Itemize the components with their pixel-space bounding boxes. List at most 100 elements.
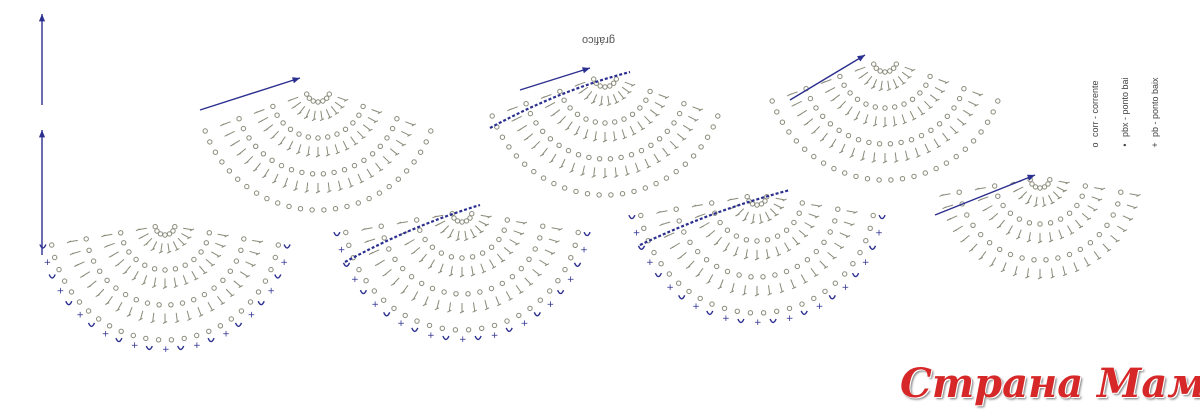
direction-arrow-head: [38, 130, 46, 138]
chain-stitch-mark: [666, 271, 672, 277]
double-crochet-mark: [405, 121, 414, 126]
chain-stitch-mark: [238, 308, 245, 314]
double-crochet-mark: [1094, 187, 1104, 190]
chain-stitch-mark: [255, 289, 262, 295]
stitch-bar-mark: [926, 150, 932, 154]
chain-stitch-mark: [847, 90, 853, 96]
stitch-bar-mark: [305, 153, 311, 157]
double-crochet-mark: [697, 268, 704, 276]
double-crochet-mark: [362, 124, 371, 131]
double-crochet-mark: [621, 129, 626, 139]
double-crochet-mark: [395, 139, 405, 146]
chain-stitch-mark: [715, 113, 721, 119]
chain-stitch-mark: [811, 295, 817, 302]
chain-stitch-mark: [583, 116, 589, 122]
double-crochet-mark: [560, 158, 566, 168]
stitch-bar-mark: [135, 228, 141, 232]
double-crochet-mark: [800, 274, 807, 283]
stitch-bar-mark: [977, 198, 983, 202]
double-crochet-mark: [357, 173, 363, 183]
chain-stitch-mark: [1079, 193, 1085, 199]
double-crochet-mark: [177, 237, 185, 245]
double-crochet-mark: [924, 143, 930, 153]
picot-mark: [678, 295, 686, 300]
double-crochet-mark: [909, 110, 915, 120]
stitch-bar-mark: [796, 113, 802, 117]
stitch-bar-mark: [892, 123, 898, 127]
chain-stitch-mark: [978, 231, 984, 238]
chain-stitch-mark: [253, 190, 260, 196]
double-crochet-mark: [872, 79, 878, 88]
chain-stitch-mark: [155, 337, 162, 343]
chain-stitch-mark: [332, 206, 339, 212]
chain-stitch-mark: [212, 149, 219, 155]
chain-stitch-mark: [206, 230, 213, 236]
chain-stitch-mark: [864, 176, 871, 182]
chain-stitch-mark: [908, 137, 915, 143]
stitch-bar-mark: [491, 265, 497, 269]
chain-stitch-mark: [1019, 255, 1025, 261]
chain-stitch-mark: [422, 236, 428, 243]
stitch-bar-mark: [936, 145, 942, 149]
chain-stitch-mark: [104, 277, 110, 283]
double-crochet-mark: [1049, 232, 1052, 242]
stitch-bar-mark: [1000, 269, 1006, 273]
chain-stitch-mark: [799, 301, 805, 307]
double-crochet-mark: [905, 150, 908, 160]
chain-stitch-mark: [518, 265, 524, 272]
chain-stitch-mark: [395, 176, 401, 182]
chain-stitch-mark: [170, 228, 176, 234]
chain-stitch-mark: [142, 262, 148, 268]
stitch-bar-mark: [774, 213, 779, 217]
double-crochet-mark: [551, 227, 561, 230]
chain-stitch-mark: [850, 261, 856, 267]
stitch-bar-mark: [837, 106, 842, 110]
double-crochet-mark: [894, 152, 897, 162]
double-crochet-mark: [480, 214, 490, 218]
stitch-bar-mark: [820, 81, 826, 85]
chain-stitch-mark: [533, 120, 539, 126]
chain-stitch-mark: [85, 308, 92, 314]
stitch-bar-mark: [854, 68, 860, 72]
double-crochet-mark: [980, 251, 987, 259]
chain-stitch-mark: [296, 131, 302, 137]
stitch-bar-mark: [66, 240, 72, 244]
stitch-bar-mark: [244, 161, 249, 165]
stitch-bar-mark: [1050, 275, 1055, 279]
chain-stitch-mark: [1016, 216, 1023, 222]
chain-stitch-mark: [233, 258, 240, 264]
stitch-bar-mark: [574, 83, 580, 87]
double-crochet-mark: [1062, 265, 1066, 275]
chain-stitch-mark: [997, 246, 1003, 253]
stitch-bar-mark: [1093, 208, 1098, 212]
single-crochet-mark: +: [842, 283, 850, 293]
chain-stitch-mark: [366, 195, 372, 202]
chain-stitch-mark: [562, 266, 568, 273]
double-crochet-mark: [211, 251, 220, 257]
chain-stitch-mark: [540, 128, 546, 135]
double-crochet-mark: [1110, 235, 1118, 242]
chain-stitch-mark: [984, 119, 991, 125]
chain-stitch-mark: [451, 215, 457, 221]
chain-stitch-mark: [126, 249, 132, 255]
stitch-bar-mark: [407, 133, 412, 137]
chain-stitch-mark: [260, 151, 267, 157]
chain-stitch-mark: [567, 105, 573, 111]
chain-stitch-mark: [664, 128, 670, 135]
double-crochet-mark: [644, 115, 651, 124]
chain-stitch-mark: [676, 280, 682, 286]
double-crochet-mark: [478, 220, 488, 226]
double-crochet-mark: [1087, 205, 1096, 211]
stitch-bar-mark: [448, 273, 454, 277]
single-crochet-mark: +: [338, 246, 346, 256]
stitch-bar-mark: [138, 236, 143, 240]
chain-stitch-mark: [408, 274, 415, 280]
picot-mark: [573, 262, 582, 267]
chain-stitch-mark: [262, 278, 269, 284]
chain-stitch-mark: [712, 210, 718, 216]
stitch-bar-mark: [839, 246, 845, 250]
double-crochet-mark: [366, 168, 373, 177]
chain-stitch-mark: [235, 176, 241, 182]
highlight-chain-row: [344, 203, 481, 263]
stitch-bar-mark: [335, 151, 341, 155]
